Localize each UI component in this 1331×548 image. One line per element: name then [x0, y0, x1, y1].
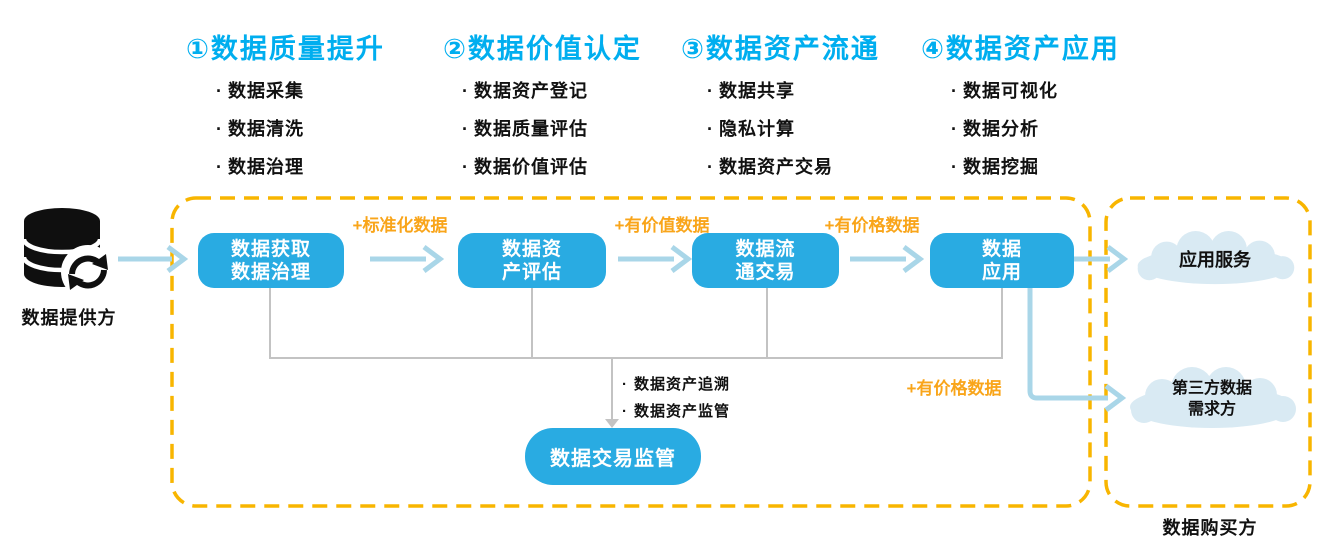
- arrow-label-standardized-data: +标准化数据: [352, 216, 448, 235]
- list-item: 隐私计算: [707, 120, 937, 139]
- stage-3-list: 数据共享 隐私计算 数据资产交易: [707, 82, 937, 196]
- supervision-note-trace: 数据资产追溯: [622, 373, 730, 394]
- provider-label: 数据提供方: [21, 308, 117, 328]
- flow-box-line: 通交易: [735, 261, 796, 283]
- list-item: 数据挖掘: [951, 158, 1181, 177]
- flow-box-data-application: 数据 应用: [930, 233, 1074, 288]
- cloud-icon: [1130, 367, 1296, 428]
- priced-data-label-bottom: +有价格数据: [906, 379, 1002, 398]
- flow-box-circulation-trade: 数据流 通交易: [692, 233, 839, 288]
- cloud-third-party-demand: 第三方数据 需求方: [1120, 366, 1304, 432]
- flow-box-acquire-govern: 数据获取 数据治理: [198, 233, 344, 288]
- stage-1-list: 数据采集 数据清洗 数据治理: [216, 82, 446, 196]
- list-item: 数据资产交易: [707, 158, 937, 177]
- cloud-app-services-label: 应用服务: [1179, 250, 1251, 270]
- flow-box-line: 数据获取: [230, 238, 311, 260]
- stage-2-title: ②数据价值认定: [443, 34, 642, 64]
- supervision-connector-lines: [269, 287, 1003, 419]
- supervision-note-regulate: 数据资产监管: [622, 400, 730, 421]
- cloud-third-party-label: 第三方数据 需求方: [1120, 366, 1304, 432]
- list-item: 数据资产登记: [462, 82, 692, 101]
- down-arrow-icon: [605, 419, 619, 428]
- list-item: 数据治理: [216, 158, 446, 177]
- flow-box-line: 产评估: [501, 261, 562, 283]
- flow-box-line: 数据资: [501, 238, 562, 260]
- buyer-dashed-container: [1104, 196, 1312, 508]
- stage-1-title: ①数据质量提升: [186, 34, 385, 64]
- list-item: 数据可视化: [951, 82, 1181, 101]
- stage-2-list: 数据资产登记 数据质量评估 数据价值评估: [462, 82, 692, 196]
- arrow-label-valued-data: +有价值数据: [614, 216, 710, 235]
- stage-4-list: 数据可视化 数据分析 数据挖掘: [951, 82, 1181, 196]
- list-item: 数据清洗: [216, 120, 446, 139]
- flow-box-line: 数据治理: [230, 261, 311, 283]
- list-item: 数据价值评估: [462, 158, 692, 177]
- supervision-box: 数据交易监管: [525, 428, 701, 485]
- arrow-box4-to-third-party-icon: [1027, 287, 1127, 412]
- arrow-label-priced-data: +有价格数据: [824, 216, 920, 235]
- list-item: 数据质量评估: [462, 120, 692, 139]
- arrow-box3-to-box4-icon: [850, 245, 925, 273]
- database-sync-icon: [21, 208, 115, 299]
- list-item: 数据分析: [951, 120, 1181, 139]
- cloud-app-services: 应用服务: [1125, 230, 1305, 288]
- list-item: 数据共享: [707, 82, 937, 101]
- stage-4-title: ④数据资产应用: [921, 34, 1120, 64]
- cloud-third-party-line2: 需求方: [1187, 401, 1236, 418]
- arrow-box4-to-app-services-icon: [1073, 245, 1129, 273]
- cloud-icon: [1137, 230, 1295, 285]
- cloud-third-party-line1: 第三方数据: [1171, 380, 1252, 397]
- arrow-box1-to-box2-icon: [370, 245, 445, 273]
- flow-box-line: 数据: [981, 238, 1022, 260]
- arrow-box2-to-box3-icon: [618, 245, 693, 273]
- arrow-provider-to-pipeline-icon: [118, 245, 189, 273]
- list-item: 数据采集: [216, 82, 446, 101]
- flow-box-line: 数据流: [735, 238, 796, 260]
- flow-box-asset-evaluation: 数据资 产评估: [458, 233, 606, 288]
- stage-3-title: ③数据资产流通: [681, 34, 880, 64]
- pipeline-dashed-container: [170, 196, 1092, 508]
- flow-box-line: 应用: [981, 261, 1022, 283]
- buyer-label: 数据购买方: [1162, 518, 1258, 538]
